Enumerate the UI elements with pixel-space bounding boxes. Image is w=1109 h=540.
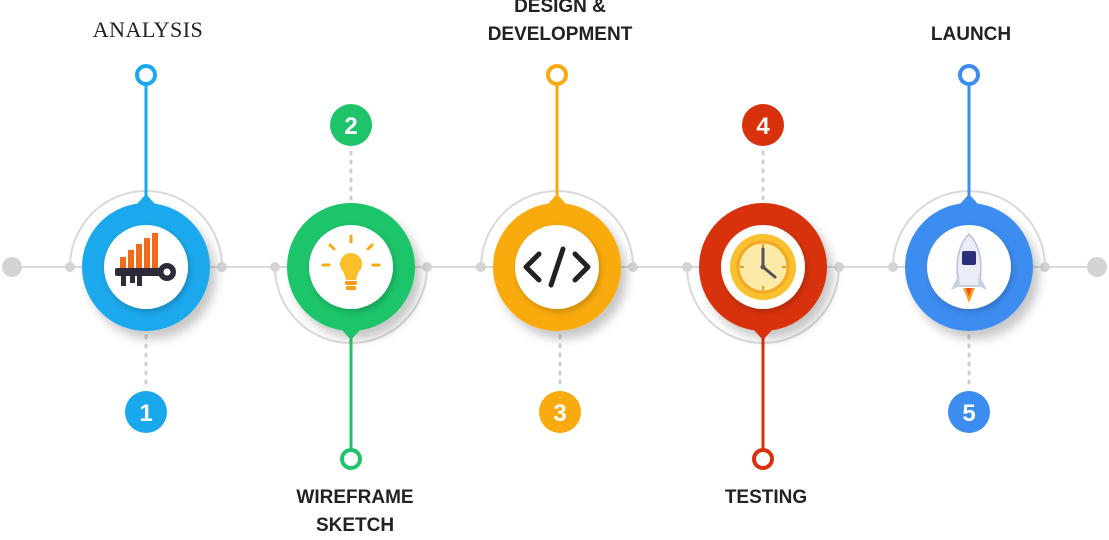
step-4-badge xyxy=(742,104,784,146)
code-icon xyxy=(523,246,591,288)
step-5-label: LAUNCH xyxy=(930,24,1012,45)
step-2: 2 xyxy=(270,104,432,470)
timeline-end-dot xyxy=(1087,257,1107,277)
rocket-icon xyxy=(951,232,987,303)
step-4-number: 4 xyxy=(756,113,770,140)
step-1-label: ANALYSIS xyxy=(92,17,204,42)
step-3-number: 3 xyxy=(553,400,566,427)
step-2-number: 2 xyxy=(344,113,357,140)
step-1-stem-ring xyxy=(135,64,157,86)
key-chart-icon xyxy=(115,233,176,286)
clock-icon xyxy=(730,234,796,300)
step-5-stem-ring xyxy=(958,64,980,86)
step-4-stem-ring xyxy=(752,448,774,470)
step-1: 1 xyxy=(65,64,227,433)
step-1-badge xyxy=(125,391,167,433)
step-5: 5 xyxy=(888,64,1050,433)
step-5-number: 5 xyxy=(962,400,975,427)
lightbulb-icon xyxy=(321,234,381,290)
step-1-number: 1 xyxy=(139,400,152,427)
step-3-stem-ring xyxy=(546,64,568,86)
step-4: 4 xyxy=(682,104,844,470)
timeline-start-dot xyxy=(2,257,22,277)
step-3: 3 xyxy=(476,64,638,433)
step-2-label: WIREFRAME SKETCH xyxy=(296,487,414,536)
step-2-badge xyxy=(330,104,372,146)
step-3-badge xyxy=(539,391,581,433)
step-4-label: TESTING xyxy=(724,487,808,508)
step-3-label: DESIGN & DEVELOPMENT xyxy=(487,0,633,45)
step-2-stem-ring xyxy=(340,448,362,470)
step-5-badge xyxy=(948,391,990,433)
